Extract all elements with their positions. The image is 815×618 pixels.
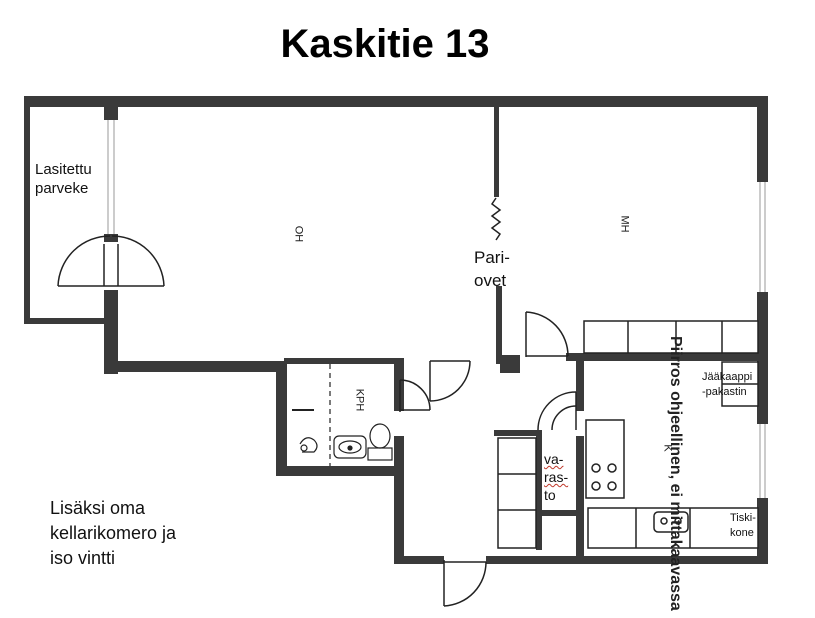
balcony-label-line1: Lasitettu — [35, 161, 92, 178]
storage-line3: to — [544, 487, 556, 503]
wall-top — [24, 96, 768, 107]
extra-note-line3: iso vintti — [50, 548, 116, 568]
balcony-label: Lasitettu parveke — [35, 160, 92, 198]
wall-balcony-bottom — [24, 318, 110, 324]
bathroom-fixtures — [292, 364, 393, 466]
wall-balcony-divider-low — [104, 290, 118, 374]
kitchen-cabinets — [585, 361, 759, 549]
wall-bath-east-lower — [394, 436, 404, 476]
plan-title: Kaskitie 13 — [280, 22, 490, 66]
extra-note-line1: Lisäksi oma — [50, 498, 146, 518]
dishwasher-line2: kone — [730, 527, 754, 539]
room-living-room: OH — [292, 225, 305, 243]
extra-note-line2: kellarikomero ja — [50, 523, 177, 543]
double-doors-line2: ovet — [474, 271, 507, 290]
wall-hall-south-right — [486, 556, 768, 564]
storage-line2: ras- — [544, 469, 569, 485]
wall-balcony-divider-mid — [104, 234, 118, 242]
double-doors-line1: Pari- — [474, 248, 510, 267]
folding-partition — [490, 197, 502, 241]
disclaimer-note: Piirros ohjeellinen, ei mittakaavassa — [667, 336, 684, 611]
wall-bath-south — [276, 466, 402, 476]
room-bedroom: MH — [618, 215, 631, 233]
fridge-line2: -pakastin — [702, 386, 747, 398]
windows — [107, 120, 766, 498]
fridge-line1: Jääkaappi — [702, 371, 753, 383]
wall-balcony-divider-top — [104, 96, 118, 120]
wardrobes — [497, 320, 759, 549]
balcony-door-left-swing — [57, 235, 111, 287]
dishwasher-line1: Tiski- — [730, 512, 756, 524]
storage-label: va- ras- to — [544, 450, 568, 504]
balcony-label-line2: parveke — [35, 180, 89, 197]
wall-storage-west — [536, 430, 542, 550]
walls — [24, 96, 768, 564]
wall-bath-north — [284, 358, 404, 364]
storage-line1: va- — [544, 451, 564, 467]
wall-hall-south-left — [394, 556, 444, 564]
wall-right-upper — [757, 96, 768, 182]
wall-right-lower — [757, 498, 768, 558]
wall-bedroom-south — [566, 353, 766, 361]
dishwasher-label: Tiski- kone — [730, 511, 756, 541]
double-doors-label: Pari- ovet — [474, 246, 510, 292]
doors — [57, 235, 577, 607]
wall-bedroom-stub — [500, 355, 520, 373]
wall-balcony-left — [24, 96, 30, 324]
wall-partition-bottom — [496, 286, 502, 364]
wall-kitchen-west-lower — [576, 436, 584, 556]
wall-kitchen-west-upper — [576, 361, 584, 411]
wall-hall-west — [394, 476, 404, 564]
wall-storage-bottom — [536, 510, 584, 516]
wall-bath-east-upper — [394, 361, 404, 411]
balcony-door-right-swing — [111, 235, 165, 287]
wall-storage-top — [494, 430, 542, 436]
fridge-label: Jääkaappi -pakastin — [702, 370, 752, 400]
wall-bath-west — [276, 361, 287, 475]
wall-living-south — [104, 361, 284, 372]
wall-partition-top — [494, 107, 499, 197]
room-bathroom: KPH — [353, 388, 366, 412]
extra-note: Lisäksi oma kellarikomero ja iso vintti — [50, 496, 176, 571]
